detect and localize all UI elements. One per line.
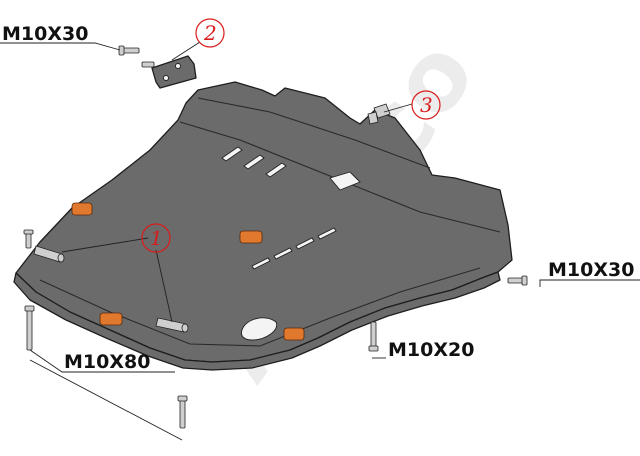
leader-part-2 bbox=[171, 41, 201, 61]
leader-part-1-b bbox=[155, 249, 173, 323]
leader-part-1-a bbox=[61, 237, 149, 253]
bolts bbox=[23, 45, 528, 429]
bracket-part-2 bbox=[141, 55, 197, 89]
vent-slot bbox=[273, 247, 293, 260]
vent-slot bbox=[221, 146, 243, 162]
vent-slot bbox=[251, 257, 271, 270]
bracket-hole bbox=[163, 75, 169, 81]
spacer-sleeve-end bbox=[181, 323, 189, 333]
fastener-nuts bbox=[71, 202, 305, 341]
fastener-nut bbox=[99, 312, 123, 326]
vent-slot bbox=[243, 154, 265, 170]
skid-plate-fold-line bbox=[179, 121, 501, 233]
bracket-bolt bbox=[141, 61, 155, 68]
vent-slot bbox=[317, 227, 337, 240]
bolt-top-left bbox=[118, 45, 140, 56]
fastener-nut bbox=[283, 327, 305, 341]
leader-m10x80-upper bbox=[29, 349, 63, 373]
skid-plate-rib bbox=[39, 267, 481, 347]
part-markers: 1 2 3 bbox=[141, 18, 441, 253]
leader-lines bbox=[0, 41, 640, 441]
bolt-bottom bbox=[177, 395, 188, 429]
drain-hole-oval bbox=[241, 317, 278, 341]
part-marker-1: 1 bbox=[141, 223, 171, 253]
clip-part-3 bbox=[367, 103, 391, 125]
callout-m10x20: M10X20 bbox=[388, 339, 474, 361]
fastener-nut bbox=[71, 202, 93, 216]
part-number-3: 3 bbox=[420, 93, 433, 117]
part-marker-2: 2 bbox=[195, 18, 225, 48]
bolt-right bbox=[507, 275, 528, 286]
vent-slot bbox=[265, 162, 287, 178]
spacer-sleeve-end bbox=[57, 253, 65, 263]
callout-m10x30-right: M10X30 bbox=[548, 259, 634, 281]
bolt-m10x20 bbox=[368, 321, 379, 352]
callout-m10x30-top: M10X30 bbox=[2, 23, 88, 45]
bracket-hole bbox=[175, 63, 181, 69]
vent-slots-upper bbox=[221, 146, 287, 178]
vent-slot bbox=[295, 237, 315, 250]
spacer-sleeves bbox=[33, 245, 189, 333]
leader-m10x30-right bbox=[539, 279, 640, 287]
part-number-1: 1 bbox=[150, 226, 163, 250]
drain-hole-square bbox=[329, 171, 361, 191]
part-marker-3: 3 bbox=[411, 90, 441, 120]
clip-tab bbox=[367, 111, 379, 125]
vent-slots-lower bbox=[251, 227, 337, 270]
bolt-left-lower bbox=[24, 305, 35, 351]
callout-m10x80: M10X80 bbox=[64, 351, 150, 373]
skid-plate-front-lip bbox=[13, 271, 501, 371]
fastener-nut bbox=[239, 230, 263, 244]
leader-m10x80-lower bbox=[29, 359, 183, 441]
leader-m10x30-top bbox=[0, 42, 121, 51]
skid-plate bbox=[13, 81, 513, 371]
part-number-2: 2 bbox=[203, 21, 217, 45]
bolt-left-upper bbox=[23, 229, 34, 249]
skid-plate-fold-line-rear bbox=[197, 97, 431, 169]
bracket-plate bbox=[151, 55, 197, 89]
leader-part-3 bbox=[383, 103, 413, 113]
